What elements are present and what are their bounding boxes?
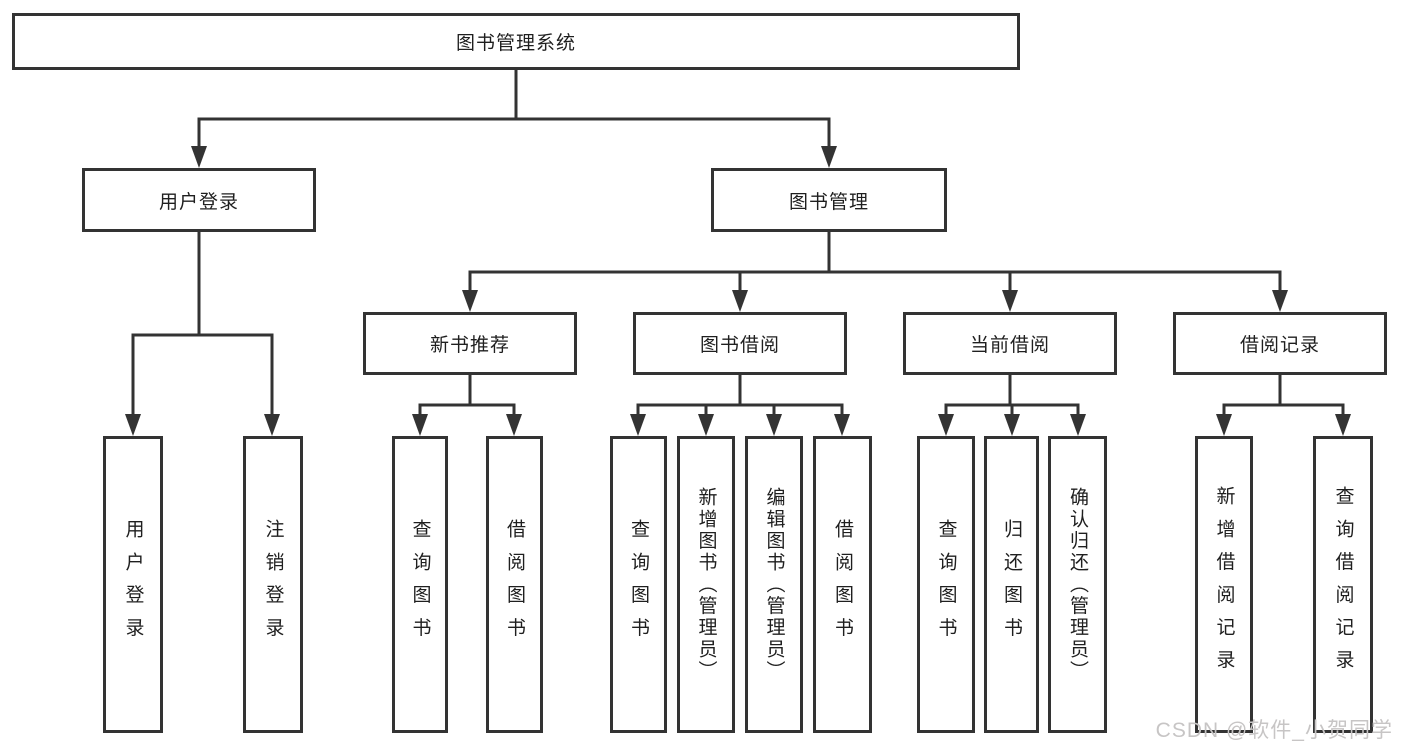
- node-new-book-recommend: 新书推荐: [363, 312, 577, 375]
- leaf-borrow-books-borrowing: 借阅图书: [813, 436, 872, 733]
- leaf-label: 查询图书: [935, 519, 957, 650]
- leaf-label: 新增图书（管理员）: [695, 487, 717, 682]
- leaf-label: 借阅图书: [504, 519, 525, 650]
- leaf-confirm-return-admin: 确认归还（管理员）: [1048, 436, 1107, 733]
- leaf-query-borrow-record: 查询借阅记录: [1313, 436, 1373, 733]
- node-book-borrowing: 图书借阅: [633, 312, 847, 375]
- leaf-label: 借阅图书: [832, 519, 853, 650]
- node-label: 借阅记录: [1239, 335, 1320, 356]
- leaf-label: 归还图书: [1001, 519, 1022, 650]
- leaf-label: 确认归还（管理员）: [1067, 487, 1088, 682]
- leaf-query-books-current: 查询图书: [917, 436, 975, 733]
- node-label: 图书管理系统: [455, 33, 576, 54]
- leaf-query-books-recommend: 查询图书: [392, 436, 448, 733]
- leaf-borrow-books-recommend: 借阅图书: [486, 436, 543, 733]
- leaf-label: 编辑图书（管理员）: [763, 487, 785, 682]
- node-book-management: 图书管理: [711, 168, 947, 232]
- leaf-edit-books-admin: 编辑图书（管理员）: [745, 436, 803, 733]
- leaf-label: 新增借阅记录: [1213, 486, 1235, 683]
- node-label: 图书借阅: [699, 335, 780, 356]
- leaf-label: 查询图书: [409, 519, 431, 650]
- node-borrow-records: 借阅记录: [1173, 312, 1387, 375]
- leaf-query-books-borrowing: 查询图书: [610, 436, 667, 733]
- node-label: 新书推荐: [429, 335, 510, 356]
- node-label: 当前借阅: [969, 335, 1050, 356]
- leaf-return-books: 归还图书: [984, 436, 1039, 733]
- node-label: 图书管理: [788, 191, 869, 213]
- leaf-label: 注销登录: [262, 519, 284, 650]
- node-label: 用户登录: [158, 191, 239, 213]
- leaf-label: 用户登录: [122, 519, 144, 650]
- node-library-system: 图书管理系统: [12, 13, 1020, 70]
- leaf-add-borrow-record: 新增借阅记录: [1195, 436, 1253, 733]
- csdn-watermark: CSDN @软件_小贺同学: [1155, 719, 1393, 742]
- node-current-borrowing: 当前借阅: [903, 312, 1117, 375]
- leaf-label: 查询图书: [628, 519, 649, 650]
- leaf-label: 查询借阅记录: [1332, 486, 1354, 683]
- leaf-add-books-admin: 新增图书（管理员）: [677, 436, 735, 733]
- leaf-logout: 注销登录: [243, 436, 303, 733]
- leaf-user-login: 用户登录: [103, 436, 163, 733]
- node-user-login: 用户登录: [82, 168, 316, 232]
